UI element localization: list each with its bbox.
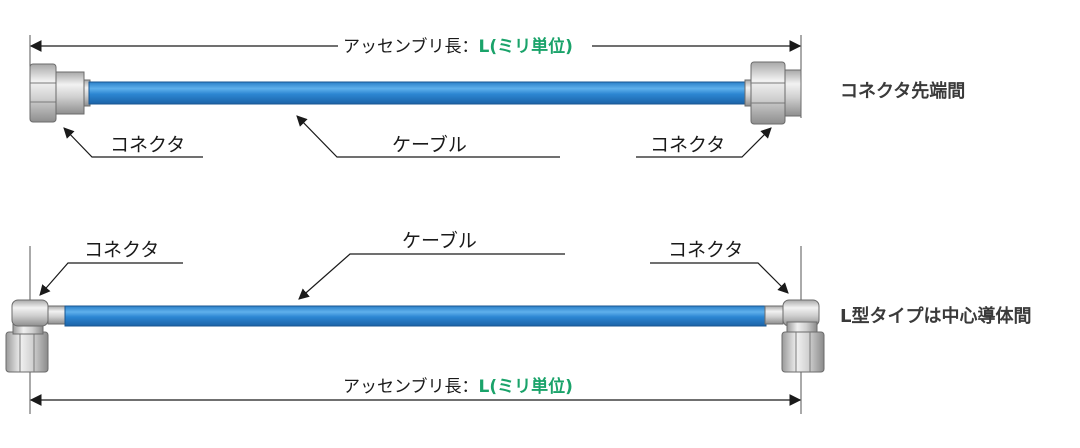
bottom-cable-label: ケーブル xyxy=(402,229,477,252)
bottom-left-connector-label: コネクタ xyxy=(84,239,159,261)
bottom-right-connector xyxy=(764,299,825,373)
bottom-assembly: コネクタ ケーブル コネクタ アッセンブリ長：L(ミリ単位) L型タイプは中心導… xyxy=(5,229,1031,414)
top-left-connector xyxy=(29,63,91,123)
top-cable-leader xyxy=(296,115,560,158)
top-note: コネクタ先端間 xyxy=(840,80,965,102)
bottom-cable xyxy=(64,305,767,327)
top-assembly: アッセンブリ長：L(ミリ単位) コネクタ ケーブル コネクタ コネクタ先端間 xyxy=(29,34,965,158)
top-cable xyxy=(88,81,750,105)
bottom-right-connector-label: コネクタ xyxy=(668,239,743,261)
top-cable-label: ケーブル xyxy=(392,133,467,156)
top-right-connector xyxy=(744,61,802,125)
bottom-left-connector-leader xyxy=(39,262,183,296)
top-right-connector-label: コネクタ xyxy=(650,134,725,156)
top-right-connector-leader xyxy=(636,127,772,158)
bottom-left-connector xyxy=(5,299,67,373)
bottom-dimension-label: アッセンブリ長：L(ミリ単位) xyxy=(343,376,573,397)
bottom-note: L型タイプは中心導体間 xyxy=(840,305,1031,327)
top-dimension-label: アッセンブリ長：L(ミリ単位) xyxy=(343,36,573,57)
top-left-connector-leader xyxy=(63,127,203,158)
bottom-right-connector-leader xyxy=(650,262,789,294)
bottom-cable-leader xyxy=(298,253,565,300)
top-left-connector-label: コネクタ xyxy=(110,134,185,156)
